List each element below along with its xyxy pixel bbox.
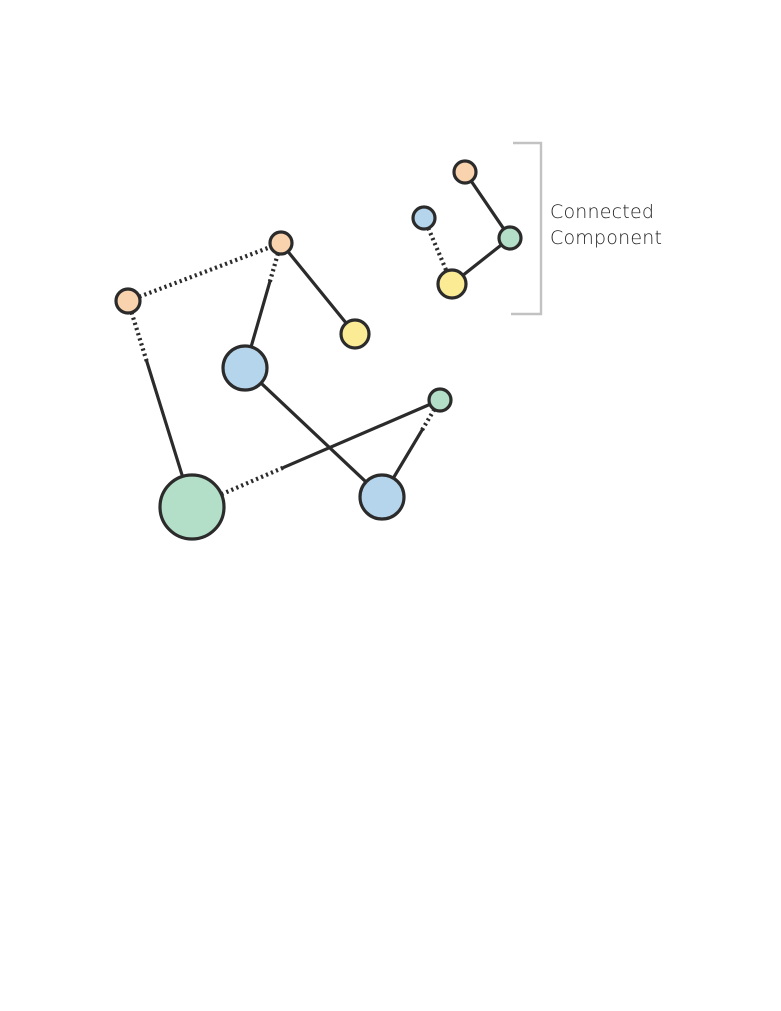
edge-n1-n6-solid [145, 360, 185, 479]
label-line-2: Component [550, 227, 663, 249]
node-n2-orange [268, 230, 294, 256]
node-n4-blue [221, 344, 269, 392]
edge-n2-n4-dotted [267, 252, 280, 283]
edge-n5-n7-solid [391, 428, 424, 480]
component-bracket [511, 141, 543, 316]
edge-n6-n5-solid [282, 402, 432, 469]
edge-c2-c4 [426, 227, 449, 272]
edge-n5-n7-dotted [420, 408, 437, 432]
node-c4-yellow [436, 268, 468, 300]
node-c2-blue [411, 205, 437, 231]
edge-c1-c3 [469, 179, 506, 231]
edge-n2-n3 [286, 249, 348, 325]
edges-layer [129, 179, 506, 497]
edge-n1-n6-dotted [129, 311, 149, 363]
edge-n6-n5-dotted [220, 465, 285, 497]
node-n3-yellow [339, 318, 371, 350]
node-n5-green [427, 387, 453, 413]
edge-c3-c4 [461, 243, 503, 277]
edge-n1-n2 [138, 244, 272, 299]
node-c1-orange [452, 159, 478, 185]
label-line-1: Connected [550, 201, 655, 223]
node-n7-blue [358, 473, 406, 521]
node-c3-green [497, 225, 523, 251]
connected-component-label: Connected Component [550, 199, 662, 251]
edge-n4-n7 [259, 381, 368, 484]
nodes-layer [114, 159, 523, 541]
edge-n2-n4-solid [249, 279, 272, 349]
node-n1-orange [114, 287, 142, 315]
node-n6-green [158, 473, 226, 541]
